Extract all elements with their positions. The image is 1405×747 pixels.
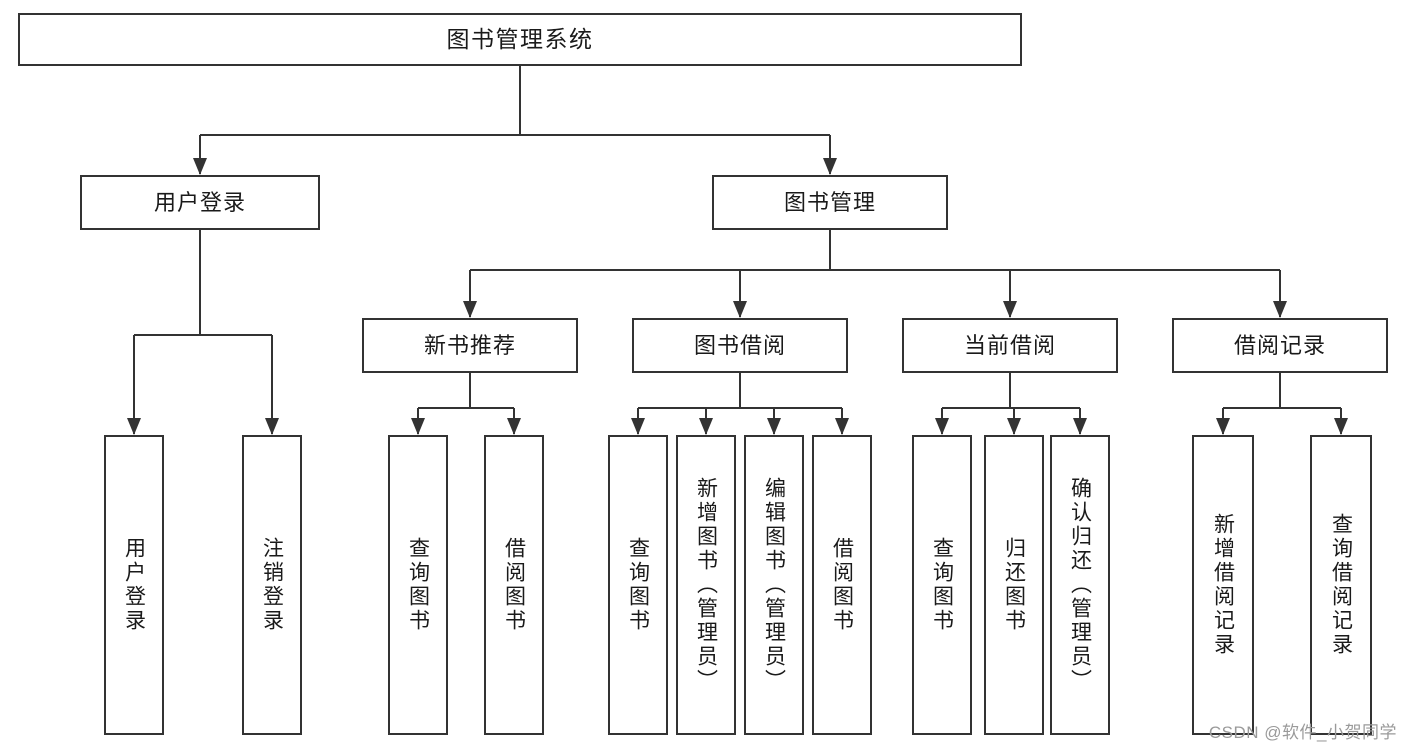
node-user-login[interactable]: 用户登录 bbox=[80, 175, 320, 230]
node-new-book-rec[interactable]: 新书推荐 bbox=[362, 318, 578, 373]
node-label: 借阅记录 bbox=[1233, 332, 1326, 358]
node-leaf-user-login[interactable]: 用户登录 bbox=[104, 435, 164, 735]
node-label: 新书推荐 bbox=[423, 332, 516, 358]
connector-arrowhead bbox=[1216, 418, 1230, 435]
connector-arrowhead bbox=[1273, 301, 1287, 318]
node-label: 新增借阅记录 bbox=[1211, 513, 1235, 657]
connector-arrowhead bbox=[835, 418, 849, 435]
connector-arrowhead bbox=[463, 301, 477, 318]
connector-arrowhead bbox=[193, 158, 207, 175]
connector-arrowhead bbox=[265, 418, 279, 435]
node-leaf-query-record[interactable]: 查询借阅记录 bbox=[1310, 435, 1372, 735]
node-label: 归还图书 bbox=[1002, 537, 1026, 633]
node-label: 查询借阅记录 bbox=[1329, 513, 1353, 657]
node-leaf-add-book[interactable]: 新增图书（管理员） bbox=[676, 435, 736, 735]
node-label: 查询图书 bbox=[406, 537, 430, 633]
connector-arrowhead bbox=[411, 418, 425, 435]
node-borrow-record[interactable]: 借阅记录 bbox=[1172, 318, 1388, 373]
node-label: 查询图书 bbox=[930, 537, 954, 633]
node-label: 图书借阅 bbox=[693, 332, 786, 358]
connector-arrowhead bbox=[935, 418, 949, 435]
node-book-manage[interactable]: 图书管理 bbox=[712, 175, 948, 230]
node-label: 图书管理系统 bbox=[446, 25, 594, 52]
node-leaf-query-book-2[interactable]: 查询图书 bbox=[608, 435, 668, 735]
node-leaf-borrow-book-1[interactable]: 借阅图书 bbox=[484, 435, 544, 735]
node-book-borrow[interactable]: 图书借阅 bbox=[632, 318, 848, 373]
node-leaf-confirm-return[interactable]: 确认归还（管理员） bbox=[1050, 435, 1110, 735]
connector-arrowhead bbox=[733, 301, 747, 318]
node-root[interactable]: 图书管理系统 bbox=[18, 13, 1022, 66]
node-leaf-query-book-3[interactable]: 查询图书 bbox=[912, 435, 972, 735]
node-label: 注销登录 bbox=[260, 537, 284, 633]
node-current-borrow[interactable]: 当前借阅 bbox=[902, 318, 1118, 373]
node-leaf-edit-book[interactable]: 编辑图书（管理员） bbox=[744, 435, 804, 735]
connector-arrowhead bbox=[631, 418, 645, 435]
node-label: 新增图书（管理员） bbox=[694, 477, 718, 693]
node-leaf-user-logout[interactable]: 注销登录 bbox=[242, 435, 302, 735]
connector-arrowhead bbox=[767, 418, 781, 435]
node-label: 借阅图书 bbox=[502, 537, 526, 633]
node-label: 图书管理 bbox=[783, 189, 876, 215]
connector-arrowhead bbox=[1007, 418, 1021, 435]
connector-arrowhead bbox=[1003, 301, 1017, 318]
node-leaf-add-record[interactable]: 新增借阅记录 bbox=[1192, 435, 1254, 735]
node-label: 编辑图书（管理员） bbox=[762, 477, 786, 693]
connector-arrowhead bbox=[823, 158, 837, 175]
connector-arrowhead bbox=[1334, 418, 1348, 435]
node-label: 用户登录 bbox=[122, 537, 146, 633]
node-label: 当前借阅 bbox=[963, 332, 1056, 358]
node-leaf-query-book-1[interactable]: 查询图书 bbox=[388, 435, 448, 735]
connector-arrowhead bbox=[699, 418, 713, 435]
connector-arrowhead bbox=[127, 418, 141, 435]
connector-arrowhead bbox=[1073, 418, 1087, 435]
connector-arrowhead bbox=[507, 418, 521, 435]
node-label: 借阅图书 bbox=[830, 537, 854, 633]
node-label: 确认归还（管理员） bbox=[1068, 477, 1092, 693]
node-leaf-return-book[interactable]: 归还图书 bbox=[984, 435, 1044, 735]
node-label: 查询图书 bbox=[626, 537, 650, 633]
node-leaf-borrow-book-2[interactable]: 借阅图书 bbox=[812, 435, 872, 735]
node-label: 用户登录 bbox=[153, 189, 246, 215]
